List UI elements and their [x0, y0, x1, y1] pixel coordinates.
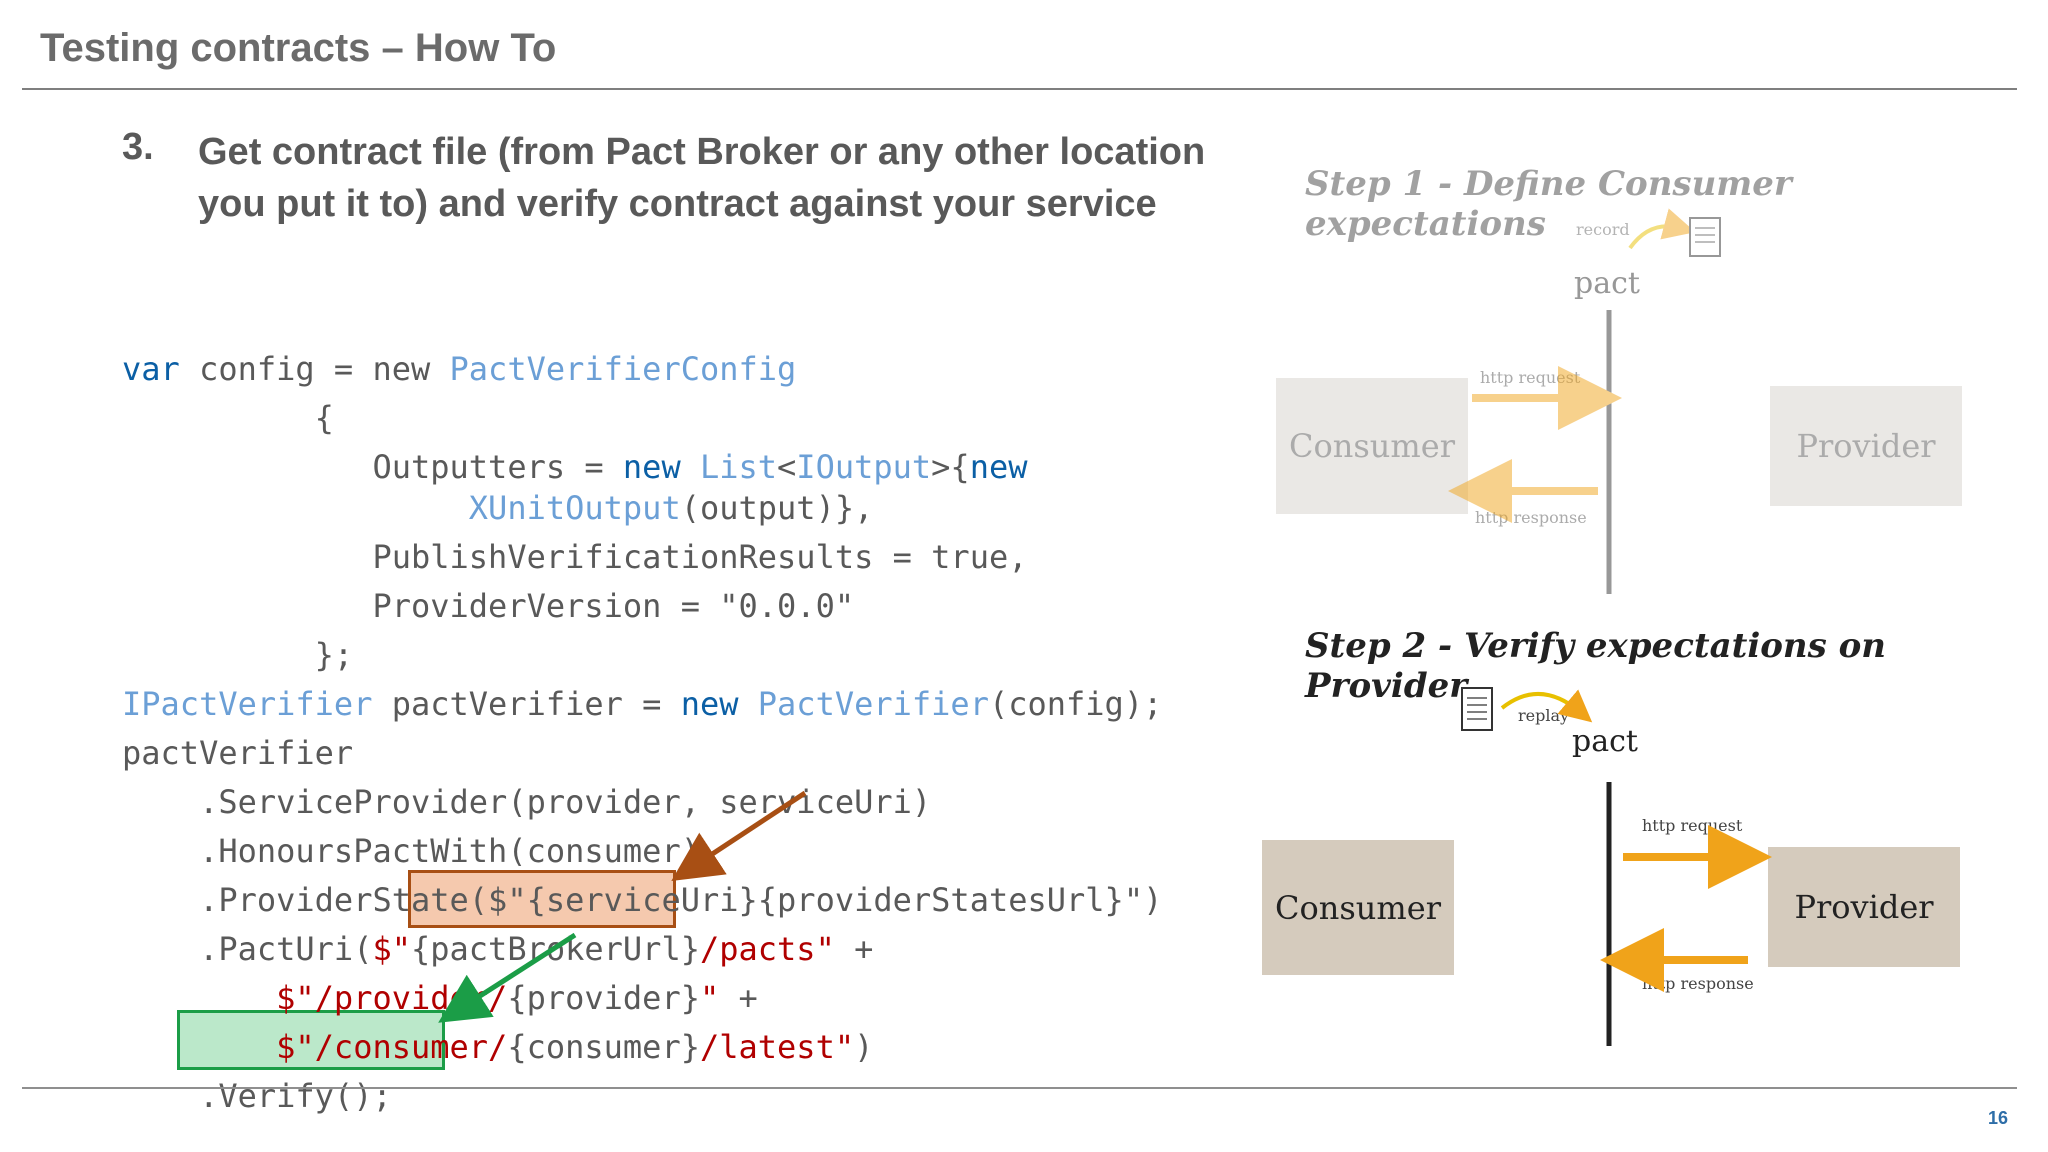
orange-arrow [671, 790, 807, 881]
string-literal: /pacts" [699, 930, 835, 968]
replay-label: replay [1518, 706, 1570, 725]
code-line: .Verify(); [122, 1072, 1162, 1121]
code-text: ) [854, 1028, 874, 1066]
step2-title: Step 2 - Verify expectations on Provider [1305, 626, 1887, 706]
string-literal: " [699, 979, 720, 1017]
code-text: {provider} [507, 979, 700, 1017]
code-line: { [122, 394, 1162, 443]
code-line: .HonoursPactWith(consumer) [122, 827, 1162, 876]
code-line: }; [122, 631, 1162, 680]
step2-consumer-box: Consumer [1262, 840, 1454, 975]
footer-divider [22, 1087, 2017, 1089]
record-label: record [1576, 220, 1630, 239]
code-text: {consumer} [507, 1028, 700, 1066]
step-number: 3. [122, 126, 154, 168]
code-text: pactVerifier = [372, 685, 681, 723]
step2-pact-label: pact [1572, 724, 1638, 759]
type-name: IOutput [796, 448, 932, 486]
code-text: ProviderVersion = "0.0.0" [372, 587, 855, 625]
string-literal: $"/consumer/ [276, 1028, 508, 1066]
page-number: 16 [1987, 1108, 2008, 1128]
code-line: IPactVerifier pactVerifier = new PactVer… [122, 680, 1162, 729]
code-text: }; [314, 636, 354, 674]
code-line: .ProviderState($"{serviceUri}{providerSt… [122, 876, 1162, 925]
code-line: pactVerifier [122, 729, 1162, 778]
type-name: PactVerifier [757, 685, 989, 723]
code-line: ProviderVersion = "0.0.0" [122, 582, 1162, 631]
pact-workflow-diagram: Step 1 - Define Consumer expectations re… [1240, 140, 2000, 1060]
step1-http-request-label: http request [1480, 368, 1581, 387]
step1-graphics [1448, 208, 1721, 594]
code-line: PublishVerificationResults = true, [122, 533, 1162, 582]
code-text: config = new [179, 350, 450, 388]
slide-title: Testing contracts – How To [40, 26, 557, 70]
code-text: .HonoursPactWith(consumer) [199, 832, 700, 870]
verify-highlight [177, 1010, 445, 1070]
code-text: .Verify(); [199, 1077, 392, 1115]
step2-http-response-label: http response [1642, 974, 1754, 993]
code-line: .ServiceProvider(provider, serviceUri) [122, 778, 1162, 827]
code-text: .PactUri( [199, 930, 373, 968]
code-text: { [314, 399, 334, 437]
code-text: >{ [931, 448, 970, 486]
code-line: Outputters = new List<IOutput>{new [122, 443, 1162, 486]
title-divider [22, 88, 2017, 90]
type-name: IPactVerifier [122, 685, 373, 723]
string-literal: $" [372, 930, 411, 968]
code-text: (output)}, [680, 489, 874, 527]
step1-pact-label: pact [1574, 266, 1640, 301]
code-text: .ServiceProvider(provider, serviceUri) [199, 783, 932, 821]
diagram-graphics [1448, 208, 1772, 1046]
step-text: Get contract file (from Pact Broker or a… [198, 131, 1206, 225]
step1-title: Step 1 - Define Consumer expectations [1305, 164, 1792, 244]
step1-consumer-box: Consumer [1276, 378, 1468, 514]
type-name: XUnitOutput [468, 489, 681, 527]
step1-provider-box: Provider [1770, 386, 1962, 506]
type-name: List [699, 448, 778, 486]
code-text: pactVerifier [122, 734, 354, 772]
code-text: .ProviderState($"{serviceUri}{providerSt… [199, 881, 1163, 919]
string-literal: /latest" [699, 1028, 855, 1066]
code-text: Outputters = [372, 448, 623, 486]
code-line: var config = new PactVerifierConfig [122, 345, 1162, 394]
step2-graphics [1461, 687, 1772, 1046]
code-block: var config = new PactVerifierConfig { Ou… [122, 296, 1162, 1121]
keyword: new [969, 448, 1028, 486]
code-line: XUnitOutput(output)}, [122, 484, 1162, 533]
keyword: var [122, 350, 180, 388]
keyword: new [622, 448, 681, 486]
step2-document-icon [1461, 687, 1493, 731]
code-text: + [834, 930, 874, 968]
code-text: < [777, 448, 797, 486]
green-arrow [438, 932, 577, 1023]
step2-provider-box: Provider [1768, 847, 1960, 967]
code-text: PublishVerificationResults = true, [372, 538, 1028, 576]
keyword: new [680, 685, 739, 723]
code-text: + [719, 979, 758, 1017]
code-line: $"/consumer/{consumer}/latest") [122, 1023, 1162, 1072]
type-name: PactVerifierConfig [449, 350, 797, 388]
code-text: (config); [988, 685, 1163, 723]
step1-document-icon [1689, 217, 1721, 257]
pact-broker-url-highlight [408, 870, 676, 928]
